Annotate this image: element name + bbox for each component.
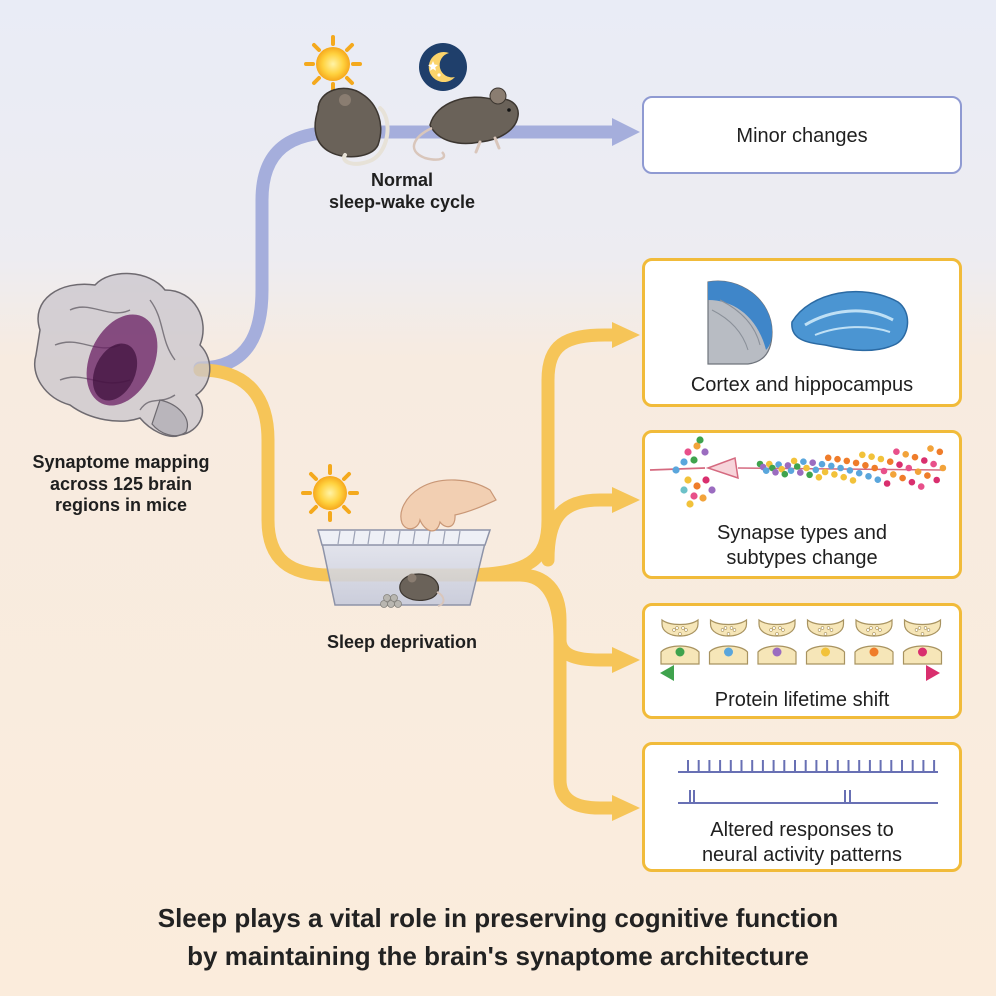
- arrowhead-protein: [612, 647, 640, 673]
- source-label-line: Synaptome mapping: [32, 452, 210, 472]
- outcome-box-cortex-hippocampus: Cortex and hippocampus: [642, 258, 962, 407]
- cage-illustration: [317, 529, 492, 608]
- normal-cycle-label: Normal sleep-wake cycle: [290, 170, 514, 213]
- outcome-box-synapse-types: Synapse types and subtypes change: [642, 430, 962, 579]
- outcome-box-neural-activity: Altered responses to neural activity pat…: [642, 742, 962, 872]
- sun-icon: [304, 35, 362, 93]
- normal-path: [193, 125, 619, 375]
- sun-icon: [301, 464, 359, 522]
- sleeping-mouse-illustration: [314, 87, 390, 166]
- source-label-line: across 125 brain: [49, 473, 193, 494]
- awake-mouse-illustration: [412, 87, 519, 161]
- outcome-label: Minor changes: [736, 125, 868, 147]
- outcome-label-line: subtypes change: [726, 547, 878, 569]
- outcome-label: Protein lifetime shift: [714, 689, 890, 711]
- source-label-line: regions in mice: [54, 495, 188, 516]
- moon-icon: [419, 43, 467, 91]
- outcome-label: Synapse types and subtypes change: [645, 521, 959, 571]
- summary-line: Sleep plays a vital role in preserving c…: [157, 903, 839, 933]
- sleep-deprivation-label: Sleep deprivation: [326, 632, 478, 652]
- normal-cycle-label-line: sleep-wake cycle: [328, 191, 476, 212]
- arrowhead-cortex: [612, 322, 640, 348]
- outcome-label-line: Altered responses to: [710, 819, 894, 841]
- outcome-label: Cortex and hippocampus: [690, 374, 914, 396]
- outcome-label-line: Synapse types and: [716, 522, 888, 544]
- normal-path-arrowhead: [612, 118, 640, 146]
- brain-illustration: [34, 272, 211, 437]
- arrowhead-activity: [612, 795, 640, 821]
- deprivation-path: [193, 328, 619, 815]
- outcome-box-minor-changes: Minor changes: [642, 96, 962, 174]
- hand-illustration: [400, 479, 497, 532]
- source-label: Synaptome mapping across 125 brain regio…: [8, 452, 234, 517]
- arrowhead-synapse: [612, 487, 640, 513]
- summary-caption: Sleep plays a vital role in preserving c…: [0, 900, 996, 975]
- outcome-label-line: neural activity patterns: [701, 844, 903, 866]
- normal-cycle-label-line: Normal: [370, 170, 433, 190]
- outcome-label: Altered responses to neural activity pat…: [645, 818, 959, 868]
- outcome-box-protein-lifetime: Protein lifetime shift: [642, 603, 962, 719]
- summary-line: by maintaining the brain's synaptome arc…: [187, 940, 809, 971]
